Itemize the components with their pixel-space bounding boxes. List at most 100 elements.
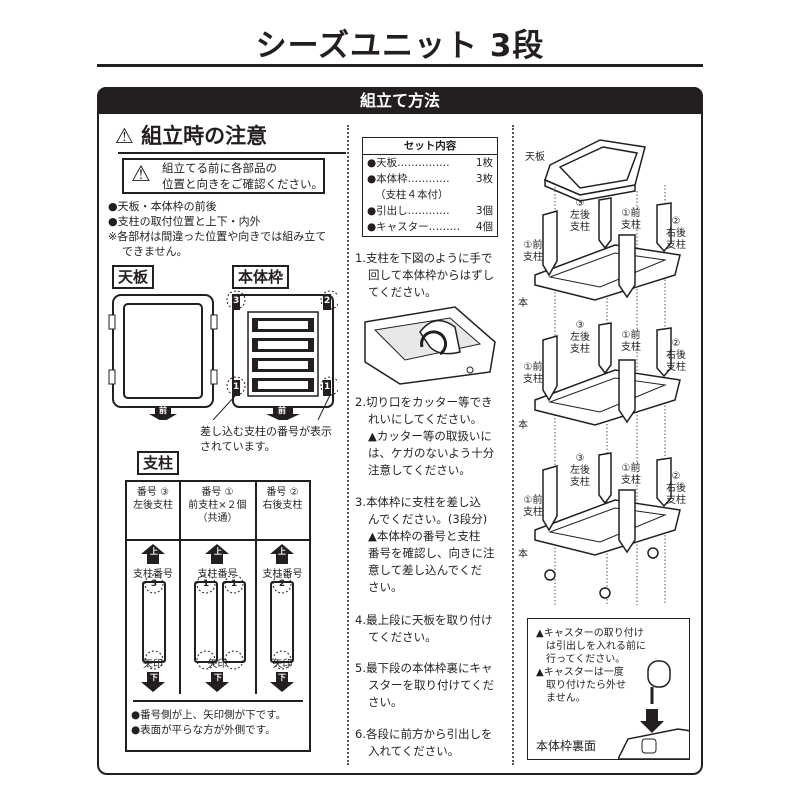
arrow-label: 矢印 (272, 659, 293, 670)
diagram-label: ①前支柱 (523, 362, 543, 385)
arrow-label: 矢印 (143, 659, 163, 670)
caster-caption: 本体枠裏面 (536, 739, 597, 753)
diagram-label: ①前支柱 (621, 330, 641, 353)
pillar-drawing (542, 335, 558, 402)
frame-tiers (534, 197, 681, 556)
insert-caption: 差し込む支柱の番号が表示 (200, 425, 332, 438)
step-2: 2.切り口をカッター等でき れいにしてください。▲カッター等の取扱いに は、ケガ… (355, 395, 495, 477)
pillar-table: 番号 ③ 左後支柱 番号 ① 前支柱×２個 （共通） 番号 ② 右後支柱 (125, 480, 311, 752)
label-frame: 本体枠 (232, 265, 290, 289)
diagram-label: 本 (518, 420, 528, 431)
page-title: シーズユニット 3段 (255, 28, 545, 64)
label-top-board: 天板 (525, 152, 545, 163)
caution-heading: ⚠ 組立時の注意 (115, 124, 268, 148)
step-6: 6.各段に前方から引出しを 入れてください。 (355, 727, 493, 758)
heading-rule (118, 152, 346, 154)
caution-note: ※各部材は間違った位置や向きでは組み立て (108, 230, 327, 243)
pillar-col-left-rear: 番号 ③ 左後支柱 (133, 487, 173, 511)
pillar-drawing (142, 581, 294, 663)
pillar-drawing (598, 197, 612, 250)
step-5: 5.最下段の本体枠裏にキャ スターを取り付けてください。 (355, 661, 495, 709)
set-contents-title: セット内容 (363, 138, 497, 155)
front-mark: 前 (159, 406, 167, 415)
label-top-board: 天板 (112, 265, 155, 289)
caster-detail-illustration (618, 660, 689, 759)
caster-icon (544, 547, 659, 599)
diagram-label: 本 (518, 298, 528, 309)
notice-text: 組立てる前に各部品の (162, 161, 277, 175)
caster-note: ▲キャスターの取り付け は引出しを入れる前に 行ってください。 ▲キャスターは一… (536, 628, 646, 704)
pillar-drawing (656, 202, 672, 253)
pillar-drawing (542, 210, 558, 277)
warning-icon: ⚠ (115, 124, 134, 148)
set-item: ●キャスター………4個 (367, 221, 493, 233)
set-item: ●引出し…………3個 (367, 205, 493, 217)
title-rule (97, 64, 703, 67)
diagram-label: 本 (518, 549, 528, 560)
top-board-drawing (544, 139, 646, 202)
diagram-label: ①前支柱 (621, 208, 641, 231)
up-arrow-icon (141, 544, 294, 564)
caution-bullet: ●支柱の取付位置と上下・内外 (108, 215, 261, 228)
pillar-illustrations (141, 544, 294, 692)
section-header: 組立て方法 (97, 87, 703, 114)
pillar-drawing (598, 322, 612, 375)
label-pillar: 支柱 (137, 451, 180, 475)
caution-bullet: ●天板・本体枠の前後 (108, 200, 217, 213)
frame-drawing (212, 290, 338, 420)
pillar-col-front: 番号 ① 前支柱×２個 （共通） (188, 487, 247, 524)
step-4: 4.最上段に天板を取り付け てください。 (355, 613, 493, 644)
notice-text: 位置と向きをご確認ください。 (162, 177, 323, 191)
pillar-drawing (618, 359, 636, 424)
set-item: （支柱４本付） (375, 189, 449, 201)
front-arrow-icon (149, 408, 300, 420)
pillar-col-right-rear: 番号 ② 右後支柱 (262, 487, 303, 511)
pillar-drawing (542, 465, 558, 532)
exploded-assembly-diagram (534, 139, 681, 605)
pillar-number-label: 支柱番号 (262, 569, 303, 580)
frame-tier (534, 452, 681, 556)
frame-number-badge: 1 (232, 380, 241, 396)
pillar-drawing (656, 457, 672, 508)
pillar-drawing (656, 327, 672, 378)
orientation-illustration (108, 290, 338, 420)
frame-number-badge: 2 (323, 294, 332, 310)
down-arrow-icon (141, 672, 294, 692)
step-1: 1.支柱を下図のように手で 回して本体枠からはずしてください。 (355, 251, 495, 299)
column-divider (347, 125, 349, 765)
set-item: ●本体枠…………3枚 (367, 173, 493, 185)
pillar-drawing (598, 452, 612, 505)
notice-box: ⚠ 組立てる前に各部品の 位置と向きをご確認ください。 (122, 158, 325, 194)
front-mark: 前 (278, 406, 286, 415)
pillar-drawing (618, 234, 636, 299)
step-3: 3.本体枠に支柱を差し込 んでください。(3段分)▲本体枠の番号と支柱 番号を確… (355, 495, 495, 594)
pillar-note: ●番号側が上、矢印側が下です。 (131, 709, 287, 721)
column-divider (512, 125, 514, 765)
diagram-label: ①前支柱 (523, 240, 543, 263)
diagram-label: ①前支柱 (523, 495, 543, 518)
pillar-note: ●表面が平らな方が外側です。 (131, 724, 276, 736)
insert-caption: されています。 (200, 440, 276, 453)
arrow-label: 矢印 (207, 659, 228, 670)
diagram-label: ①前支柱 (621, 463, 641, 486)
pillar-drawing (618, 489, 636, 554)
frame-number-badge: 1 (323, 380, 332, 396)
warning-icon: ⚠ (131, 162, 151, 187)
set-contents-box: セット内容 ●天板……………1枚 ●本体枠…………3枚 （支柱４本付） ●引出し… (362, 137, 498, 237)
top-board-drawing (108, 294, 218, 408)
frame-tier (534, 322, 681, 426)
caution-note: できません。 (122, 245, 188, 258)
pillar-number-label: 支柱番号 (197, 569, 238, 580)
step1-illustration (364, 306, 496, 385)
caster-note-box: ▲キャスターの取り付け は引出しを入れる前に 行ってください。 ▲キャスターは一… (527, 618, 690, 760)
frame-number-badge: 3 (232, 294, 241, 310)
pillar-number-label: 支柱番号 (133, 569, 173, 580)
set-item: ●天板……………1枚 (367, 157, 493, 169)
down-arrow-icon (640, 709, 664, 733)
